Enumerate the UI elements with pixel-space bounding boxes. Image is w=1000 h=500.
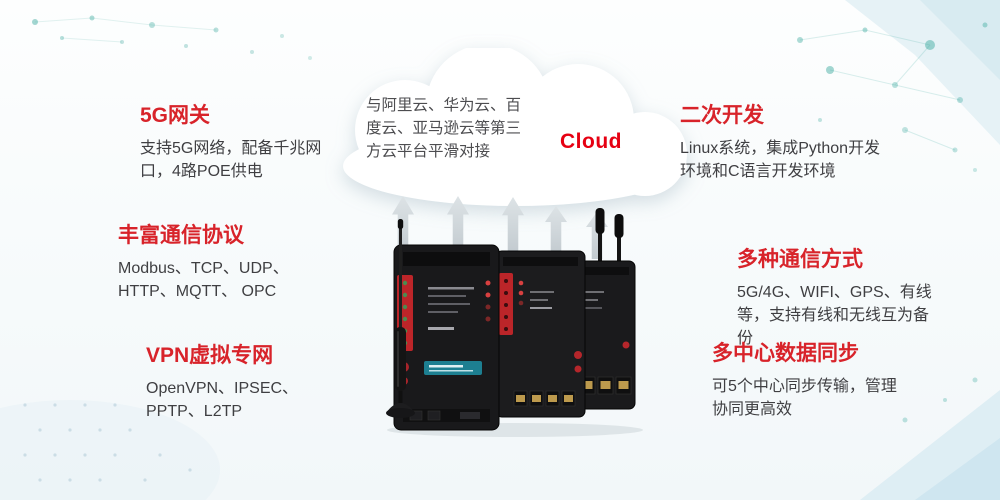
feature-title: VPN虚拟专网 <box>146 344 274 367</box>
feature-title: 5G网关 <box>140 104 211 127</box>
gateway-devices <box>386 208 643 437</box>
feature-5g-gateway: 5G网关 支持5G网络，配备千兆网口，4路POE供电 <box>140 104 328 183</box>
gateway-device-front <box>393 244 500 431</box>
feature-protocols: 丰富通信协议 Modbus、TCP、UDP、HTTP、MQTT、 OPC <box>118 224 336 303</box>
feature-secondary-dev: 二次开发 Linux系统，集成Python开发环境和C语言开发环境 <box>680 104 884 183</box>
feature-multicenter-sync: 多中心数据同步 可5个中心同步传输，管理协同更高效 <box>712 342 898 421</box>
feature-body: OpenVPN、IPSEC、PPTP、L2TP <box>146 380 299 420</box>
feature-body: 可5个中心同步传输，管理协同更高效 <box>712 378 897 418</box>
feature-body: 支持5G网络，配备千兆网口，4路POE供电 <box>140 140 322 180</box>
cloud-label: Cloud <box>560 130 622 153</box>
feature-body: 5G/4G、WIFI、GPS、有线等，支持有线和无线互为备份 <box>737 284 932 347</box>
gateway-device-middle <box>495 250 586 418</box>
whip-antenna-icon <box>386 219 415 418</box>
feature-comm-modes: 多种通信方式 5G/4G、WIFI、GPS、有线等，支持有线和无线互为备份 <box>737 248 935 350</box>
feature-body: Linux系统，集成Python开发环境和C语言开发环境 <box>680 140 881 180</box>
cloud-text: 与阿里云、华为云、百度云、亚马逊云等第三方云平台平滑对接 <box>366 97 522 160</box>
feature-title: 多种通信方式 <box>737 248 863 271</box>
feature-body: Modbus、TCP、UDP、HTTP、MQTT、 OPC <box>118 260 289 300</box>
feature-title: 丰富通信协议 <box>118 224 244 247</box>
cloud: 与阿里云、华为云、百度云、亚马逊云等第三方云平台平滑对接 Cloud <box>320 44 700 213</box>
cloud-shape <box>343 44 687 206</box>
feature-title: 二次开发 <box>680 104 764 127</box>
feature-title: 多中心数据同步 <box>712 342 859 365</box>
feature-vpn: VPN虚拟专网 OpenVPN、IPSEC、PPTP、L2TP <box>146 344 344 423</box>
